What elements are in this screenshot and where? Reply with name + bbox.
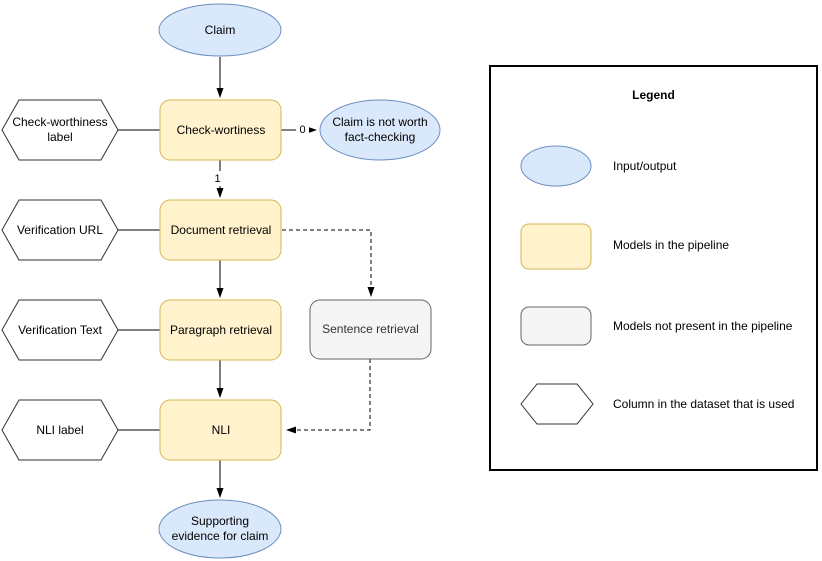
claim-not-worth-label: Claim is not worth fact-checking (332, 115, 428, 144)
dashed-arrow-sentence-to-nli (286, 359, 371, 434)
legend-item-models-in-pipeline: Models in the pipeline (613, 238, 730, 252)
check-worthiness-label-hexagon-text: Check-worthiness label (12, 115, 108, 144)
legend-io-ellipse-swatch (520, 145, 592, 187)
claim-ellipse (158, 3, 282, 57)
check-worthiness-box (159, 99, 282, 161)
legend-title: Legend (632, 88, 675, 102)
supporting-evidence-ellipse (158, 499, 282, 559)
nli-box-text: NLI (211, 422, 231, 437)
legend-absent-rect-swatch (520, 306, 592, 346)
claim-not-worth-ellipse (319, 99, 441, 161)
legend-dataset-hexagon-swatch (520, 383, 594, 425)
sentence-retrieval-box-text: Sentence retrieval (322, 322, 419, 336)
paragraph-retrieval-box-text: Paragraph retrieval (169, 322, 273, 337)
verification-url-hexagon (1, 199, 119, 261)
document-retrieval-box (159, 199, 282, 261)
edge-label-not-worth: 0 (296, 122, 309, 137)
edge-label-worth: 1 (211, 171, 224, 186)
legend-item-dataset-column: Column in the dataset that is used (613, 397, 795, 411)
verification-text-hexagon (1, 299, 119, 361)
legend-box (489, 65, 818, 471)
verification-url-hexagon-text: Verification URL (16, 222, 104, 237)
nli-box (159, 399, 282, 461)
legend-model-rect-swatch (520, 223, 592, 270)
nli-label-hexagon-text: NLI label (36, 422, 84, 437)
check-worthiness-box-text: Check-wortiness (176, 122, 266, 137)
legend-item-models-not-present: Models not present in the pipeline (613, 319, 793, 333)
supporting-evidence-label: Supporting evidence for claim (171, 514, 269, 543)
verification-text-hexagon-text: Verification Text (18, 322, 102, 337)
dashed-arrow-document-to-sentence (282, 229, 375, 297)
document-retrieval-box-text: Document retrieval (170, 222, 272, 237)
paragraph-retrieval-box (159, 299, 282, 361)
claim-label: Claim (204, 22, 236, 37)
nli-label-hexagon (1, 399, 119, 461)
legend-item-input-output: Input/output (613, 159, 677, 173)
sentence-retrieval-box (309, 299, 432, 360)
check-worthiness-label-hexagon (1, 99, 119, 161)
